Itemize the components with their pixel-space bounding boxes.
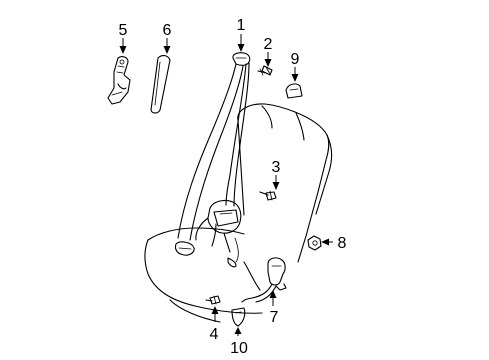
callout-6: 6 (163, 22, 172, 39)
part-9-cover (285, 83, 303, 99)
callout-8: 8 (338, 235, 347, 252)
part-5-belt-buckle (107, 56, 131, 105)
part-2-bolt (257, 65, 273, 76)
callout-4: 4 (210, 326, 219, 343)
seat-outline (144, 103, 333, 323)
callout-3: 3 (272, 159, 281, 176)
callout-labels: 1 2 3 4 5 6 7 8 9 10 (119, 17, 347, 357)
callout-5: 5 (119, 22, 128, 39)
part-3-bolt (259, 190, 277, 201)
part-6-trim-cover (150, 55, 171, 114)
part-1-seat-belt-assembly (174, 52, 251, 256)
callout-1: 1 (237, 17, 246, 34)
part-4-bolt (205, 295, 221, 305)
callout-9: 9 (291, 51, 300, 68)
part-7-seat-belt-buckle (241, 257, 287, 303)
callout-7: 7 (270, 309, 279, 326)
callout-2: 2 (264, 36, 273, 53)
part-10-clip (231, 307, 246, 327)
part-8-nut (307, 235, 322, 251)
callout-10: 10 (230, 340, 248, 357)
leader-lines (119, 34, 333, 336)
